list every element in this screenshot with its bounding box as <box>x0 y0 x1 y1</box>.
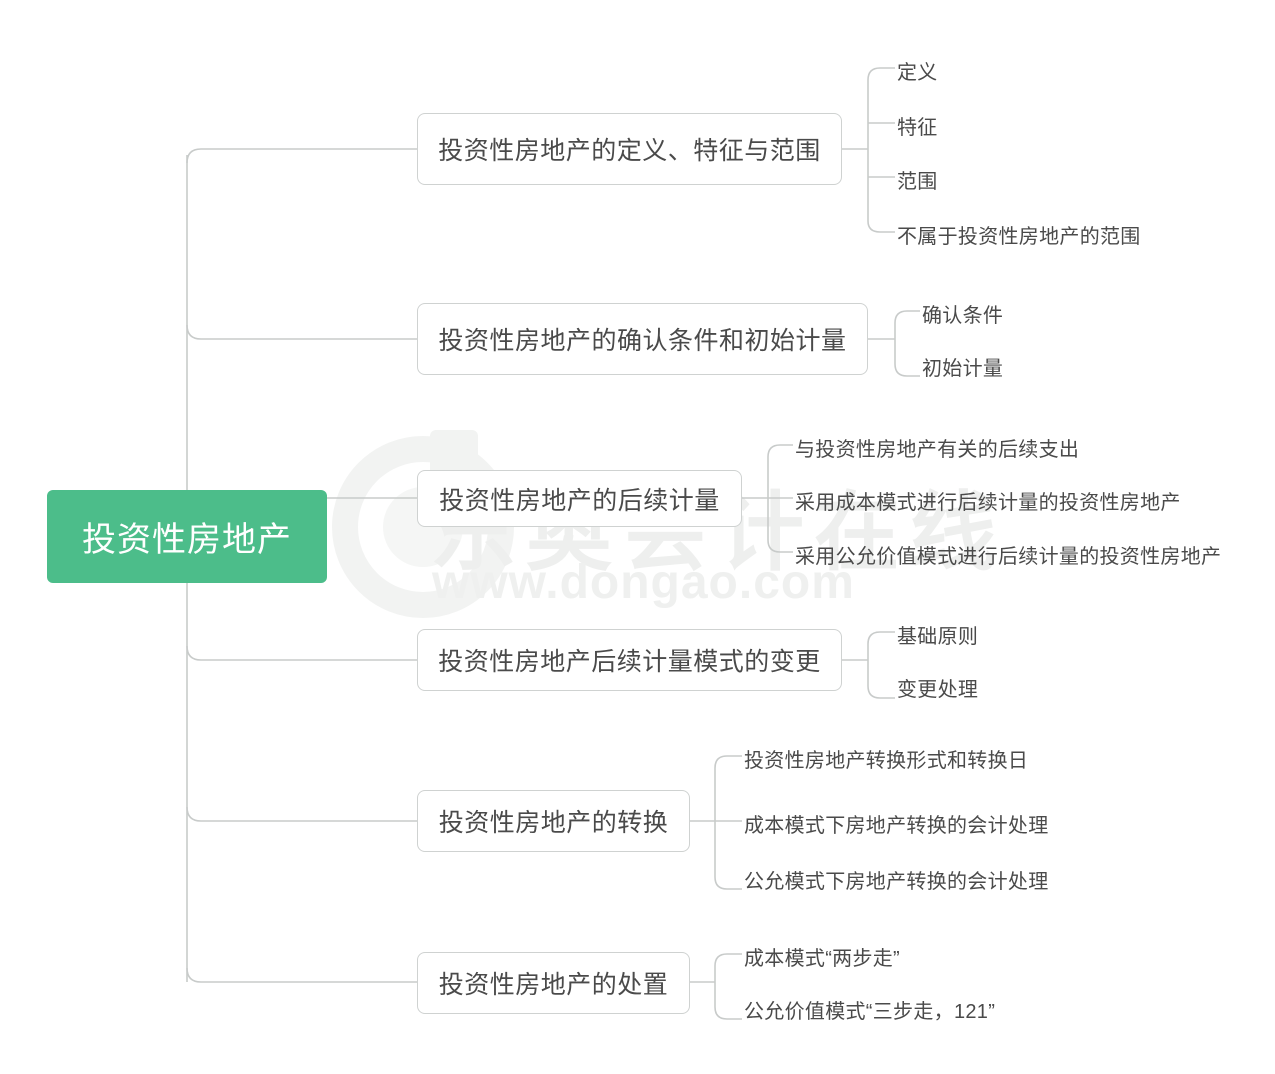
leaf-node-1-1[interactable]: 定义 <box>897 62 938 84</box>
leaf-line-1-1 <box>867 67 895 81</box>
elbow-branch-5 <box>186 806 417 822</box>
leaf-node-5-2[interactable]: 成本模式下房地产转换的会计处理 <box>744 815 1049 837</box>
elbow-branch-6 <box>186 967 417 983</box>
leaf-node-4-1[interactable]: 基础原则 <box>897 626 979 648</box>
leaf-node-2-2[interactable]: 初始计量 <box>922 358 1004 380</box>
leaf-line-4-1 <box>867 631 895 645</box>
leaf-node-5-1[interactable]: 投资性房地产转换形式和转换日 <box>744 750 1029 772</box>
leaf-node-1-3[interactable]: 范围 <box>897 171 938 193</box>
elbow-branch-4 <box>186 645 417 661</box>
leaf-node-6-1[interactable]: 成本模式“两步走” <box>744 948 901 970</box>
leaf-line-3-1 <box>767 444 793 458</box>
branch-node-4[interactable]: 投资性房地产后续计量模式的变更 <box>417 629 842 691</box>
leaf-node-2-1[interactable]: 确认条件 <box>922 305 1004 327</box>
branch-node-2[interactable]: 投资性房地产的确认条件和初始计量 <box>417 303 868 375</box>
branch-node-1[interactable]: 投资性房地产的定义、特征与范围 <box>417 113 842 185</box>
leaf-node-1-2[interactable]: 特征 <box>897 117 938 139</box>
leaf-line-2-2 <box>894 363 920 377</box>
leaf-node-4-2[interactable]: 变更处理 <box>897 679 979 701</box>
leaf-line-6-1 <box>714 953 742 967</box>
leaf-line-5-1 <box>714 755 742 769</box>
leaf-node-3-3[interactable]: 采用公允价值模式进行后续计量的投资性房地产 <box>795 546 1222 568</box>
branch-node-3[interactable]: 投资性房地产的后续计量 <box>417 470 742 527</box>
leaf-line-5-3 <box>714 876 742 890</box>
leaf-line-4-2 <box>867 685 895 699</box>
leaf-line-6-2 <box>714 1006 742 1020</box>
leaf-line-1-4 <box>867 220 895 233</box>
leaf-node-6-2[interactable]: 公允价值模式“三步走，121” <box>744 1001 996 1023</box>
elbow-branch-1 <box>186 148 417 164</box>
branch-node-5[interactable]: 投资性房地产的转换 <box>417 790 690 852</box>
branch-node-6[interactable]: 投资性房地产的处置 <box>417 952 690 1014</box>
root-node[interactable]: 投资性房地产 <box>47 490 327 583</box>
leaf-node-5-3[interactable]: 公允模式下房地产转换的会计处理 <box>744 871 1049 893</box>
leaf-node-1-4[interactable]: 不属于投资性房地产的范围 <box>897 226 1141 248</box>
leaf-line-2-1 <box>894 310 920 324</box>
leaf-line-3-3 <box>767 539 793 553</box>
leaf-node-3-2[interactable]: 采用成本模式进行后续计量的投资性房地产 <box>795 492 1181 514</box>
elbow-branch-2 <box>186 324 417 340</box>
leaf-node-3-1[interactable]: 与投资性房地产有关的后续支出 <box>795 439 1080 461</box>
